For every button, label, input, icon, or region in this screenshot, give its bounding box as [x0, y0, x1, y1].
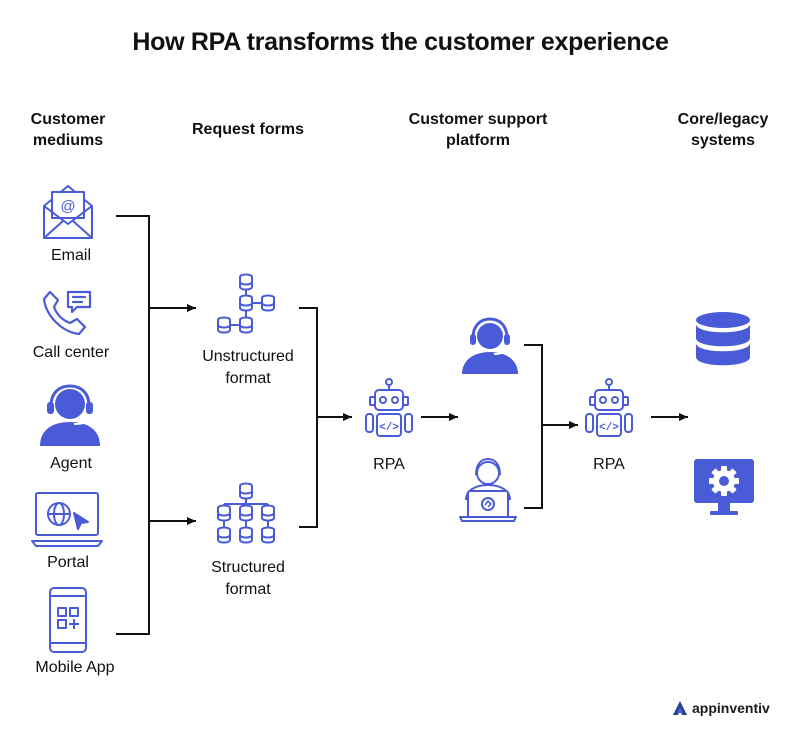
database-icon — [696, 312, 750, 366]
brand-name: appinventiv — [692, 700, 770, 716]
column-header-support-platform: Customer support platform — [408, 111, 548, 149]
call-center-icon — [42, 290, 92, 336]
connectors — [116, 215, 688, 635]
diagram-title: How RPA transforms the customer experien… — [132, 28, 669, 56]
rpa-label-2: RPA — [593, 456, 625, 473]
column-header-request-forms: Request forms — [191, 121, 305, 138]
medium-label-mobile-app: Mobile App — [35, 659, 115, 676]
rpa-robot-icon-2: </> — [585, 378, 633, 437]
brand-logo-icon — [673, 701, 687, 715]
form-label-unstructured: Unstructured format — [202, 348, 294, 387]
svg-text:</>: </> — [379, 422, 399, 434]
portal-icon — [31, 492, 103, 547]
system-settings-icon — [694, 459, 754, 515]
support-bracket — [524, 344, 543, 509]
support-agent-icon — [462, 317, 518, 374]
column-header-mediums: Customer mediums — [30, 111, 106, 149]
structured-data-icon — [217, 482, 275, 544]
unstructured-data-icon — [217, 273, 275, 334]
rpa-label-1: RPA — [373, 456, 405, 473]
form-label-structured: Structured format — [211, 559, 285, 598]
medium-label-portal: Portal — [47, 554, 89, 571]
forms-bracket — [299, 307, 318, 528]
svg-text:@: @ — [60, 198, 75, 215]
medium-label-agent: Agent — [50, 455, 92, 472]
mobile-app-icon — [49, 587, 87, 653]
agent-icon — [40, 384, 100, 446]
laptop-agent-icon — [459, 458, 517, 522]
rpa-robot-icon: </> — [365, 378, 413, 437]
column-header-core-systems: Core/legacy systems — [677, 111, 769, 149]
medium-label-call-center: Call center — [32, 344, 110, 361]
medium-label-email: Email — [50, 247, 91, 264]
svg-text:</>: </> — [599, 422, 619, 434]
brand-logo: appinventiv — [672, 700, 770, 716]
email-icon: @ — [43, 185, 93, 239]
mediums-bracket — [116, 215, 150, 635]
